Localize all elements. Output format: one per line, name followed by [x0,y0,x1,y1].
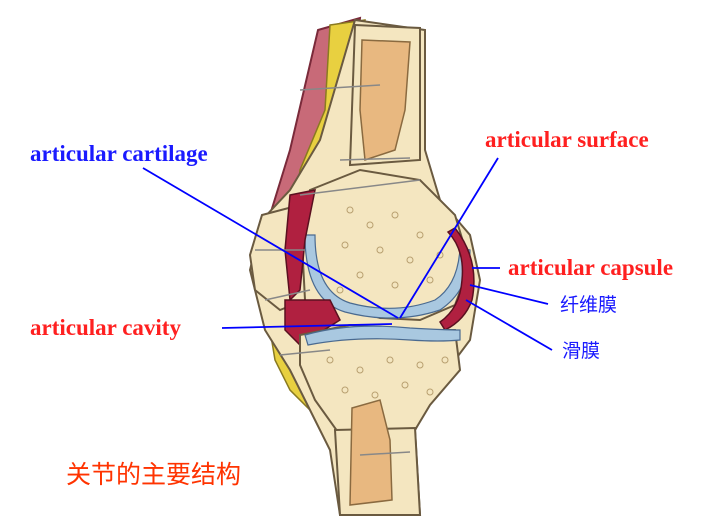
anatomy-pointers [255,84,421,456]
femoral-cartilage [304,234,471,319]
label-articular-capsule: articular capsule [508,255,674,280]
leader-fibrous-membrane [469,284,549,305]
leader-articular-cartilage [142,167,399,319]
spongy-bone-texture [326,206,449,399]
articular-capsule-shape [438,227,475,331]
leader-articular-cavity [221,323,393,329]
label-articular-surface: articular surface [485,127,649,152]
label-fibrous-membrane: 纤维膜 [560,294,618,316]
leader-articular-surface [399,157,499,319]
tibial-cartilage [304,325,461,346]
diagram-caption: 关节的主要结构 [66,460,242,489]
tibia-marrow [349,399,393,506]
femur-marrow [359,39,411,162]
label-articular-cartilage: articular cartilage [30,141,208,166]
label-articular-cavity: articular cavity [30,315,181,340]
leader-lines [142,157,553,351]
leader-synovial-membrane [465,299,553,351]
label-synovial-membrane: 滑膜 [562,340,601,362]
